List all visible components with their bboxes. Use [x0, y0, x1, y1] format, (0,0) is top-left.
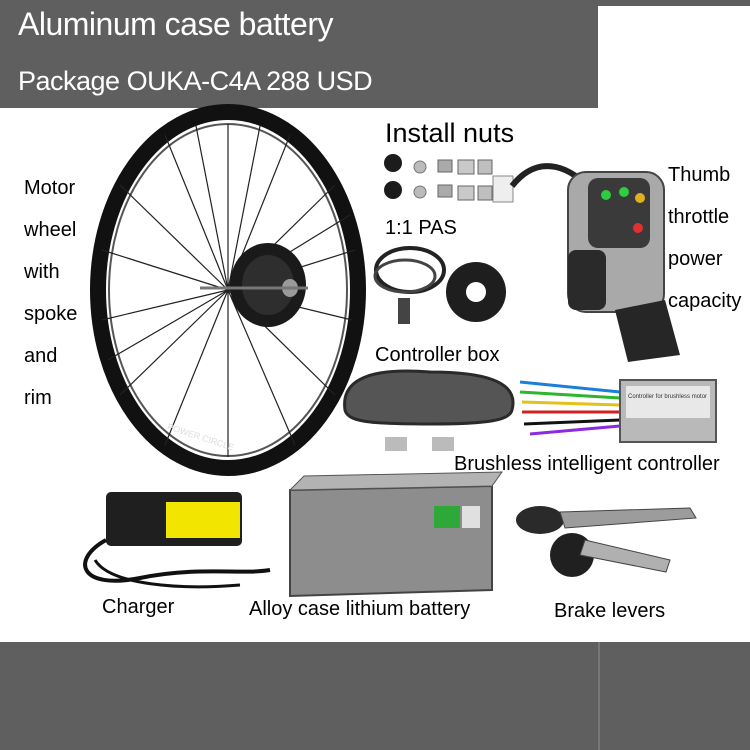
pas-sensor-image — [373, 246, 506, 324]
pas-label: 1:1 PAS — [385, 217, 457, 239]
header-banner — [0, 0, 598, 108]
footer-banner — [0, 642, 750, 750]
footer-divider — [598, 642, 600, 750]
controller-plate-text: Controller for brushless motor — [628, 394, 707, 400]
thumb-throttle-image — [509, 163, 680, 362]
battery-label: Alloy case lithium battery — [249, 598, 471, 620]
charger-image — [83, 492, 271, 589]
motor-wheel-label-line: rim — [24, 387, 52, 409]
brake-levers-image — [516, 506, 697, 577]
install-nuts-image — [384, 154, 514, 203]
package-subtitle: Package OUKA-C4A 288 USD — [18, 66, 373, 96]
thumb-throttle-label-line: Thumb — [668, 164, 731, 186]
motor-wheel-label-line: with — [24, 261, 60, 283]
motor-wheel-image: POWER CIRCLE — [90, 104, 366, 476]
page-title: Aluminum case battery — [18, 6, 333, 42]
thumb-throttle-label-line: capacity — [668, 290, 742, 312]
thumb-throttle-label-line: throttle — [668, 206, 730, 228]
controller-box-label: Controller box — [375, 344, 500, 366]
motor-wheel-label-line: and — [24, 345, 58, 367]
brushless-controller-label: Brushless intelligent controller — [454, 453, 720, 475]
thumb-throttle-label-line: power — [668, 248, 723, 270]
battery-image — [288, 471, 503, 598]
charger-label: Charger — [102, 596, 175, 618]
motor-wheel-label-line: spoke — [24, 303, 78, 325]
motor-wheel-label-line: Motor — [24, 177, 76, 199]
controller-box-image — [343, 369, 515, 451]
install-nuts-label: Install nuts — [385, 118, 515, 148]
brake-levers-label: Brake levers — [554, 600, 666, 622]
brushless-controller-image: Controller for brushless motor — [519, 379, 717, 443]
motor-wheel-label-line: wheel — [24, 219, 77, 241]
header-strip — [598, 0, 750, 6]
